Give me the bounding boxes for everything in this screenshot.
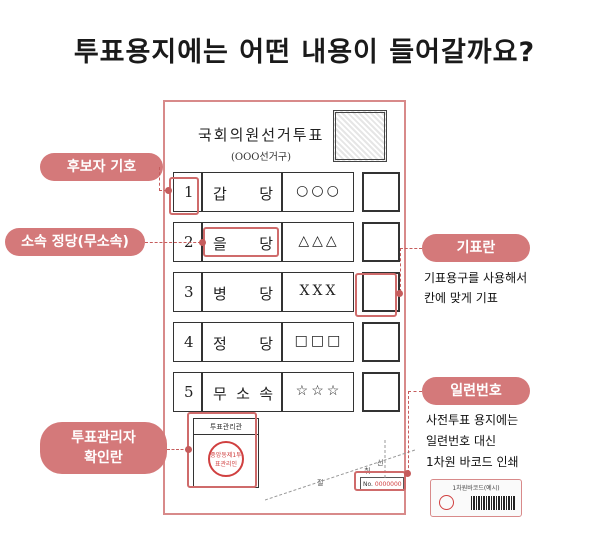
barcode-card-title: 1차원바코드(예시)	[452, 485, 500, 492]
candidate-number-cell: 5	[173, 372, 202, 412]
connector-line	[145, 242, 201, 243]
mark-field-description: 기표용구를 사용해서 칸에 맞게 기표	[424, 271, 528, 305]
serial-description: 사전투표 용지에는 일련번호 대신 1차원 바코드 인쇄	[426, 413, 519, 469]
candidate-number-cell: 3	[173, 272, 202, 312]
serial-cut-label: 선	[377, 459, 384, 467]
election-logo-icon	[439, 495, 454, 510]
mark-field-label: 기표란	[422, 234, 530, 262]
manager-box-label: 투표관리관	[194, 422, 258, 435]
connector-dot	[165, 187, 172, 194]
mark-highlight	[355, 273, 397, 317]
mark-box[interactable]	[362, 322, 400, 362]
party-highlight	[203, 227, 279, 257]
mark-box[interactable]	[362, 172, 400, 212]
connector-dot	[185, 446, 192, 453]
candidate-number-cell: 4	[173, 322, 202, 362]
candidate-name-cell: ○○○	[282, 172, 354, 212]
connector-line	[167, 449, 188, 450]
manager-highlight	[187, 412, 257, 488]
connector-line	[159, 167, 167, 191]
mark-box[interactable]	[362, 372, 400, 412]
barcode-icon	[471, 496, 515, 510]
manager-confirmation-box: 투표관리관 중앙동제1투표관리인	[193, 418, 259, 488]
connector-line	[400, 248, 422, 292]
ballot-heading: 국회의원선거투표	[198, 126, 325, 144]
mark-box[interactable]	[362, 222, 400, 262]
connector-line	[408, 391, 422, 473]
manager-stamp: 중앙동제1투표관리인	[208, 441, 244, 477]
cut-line	[265, 440, 416, 501]
serial-label: 일련번호	[422, 377, 530, 405]
manager-label: 투표관리자 확인란	[40, 422, 167, 474]
candidate-name-cell: □□□	[282, 322, 354, 362]
barcode-example-card: 1차원바코드(예시)	[430, 479, 522, 517]
election-seal-icon	[333, 110, 387, 162]
connector-dot	[199, 239, 206, 246]
page-title: 투표용지에는 어떤 내용이 들어갈까요?	[73, 37, 536, 68]
connector-dot	[404, 470, 411, 477]
serial-highlight	[354, 471, 406, 491]
ballot-subheading: (OOO선거구)	[231, 152, 291, 163]
candidate-name-cell: ☆☆☆	[282, 372, 354, 412]
number-highlight	[169, 177, 199, 215]
candidate-name-cell: △△△	[282, 222, 354, 262]
serial-cut-label: 절	[317, 479, 324, 487]
candidate-name-cell: XXX	[282, 272, 354, 312]
connector-dot	[396, 290, 403, 297]
candidate-number-label: 후보자 기호	[40, 153, 163, 181]
party-label: 소속 정당(무소속)	[5, 228, 145, 256]
